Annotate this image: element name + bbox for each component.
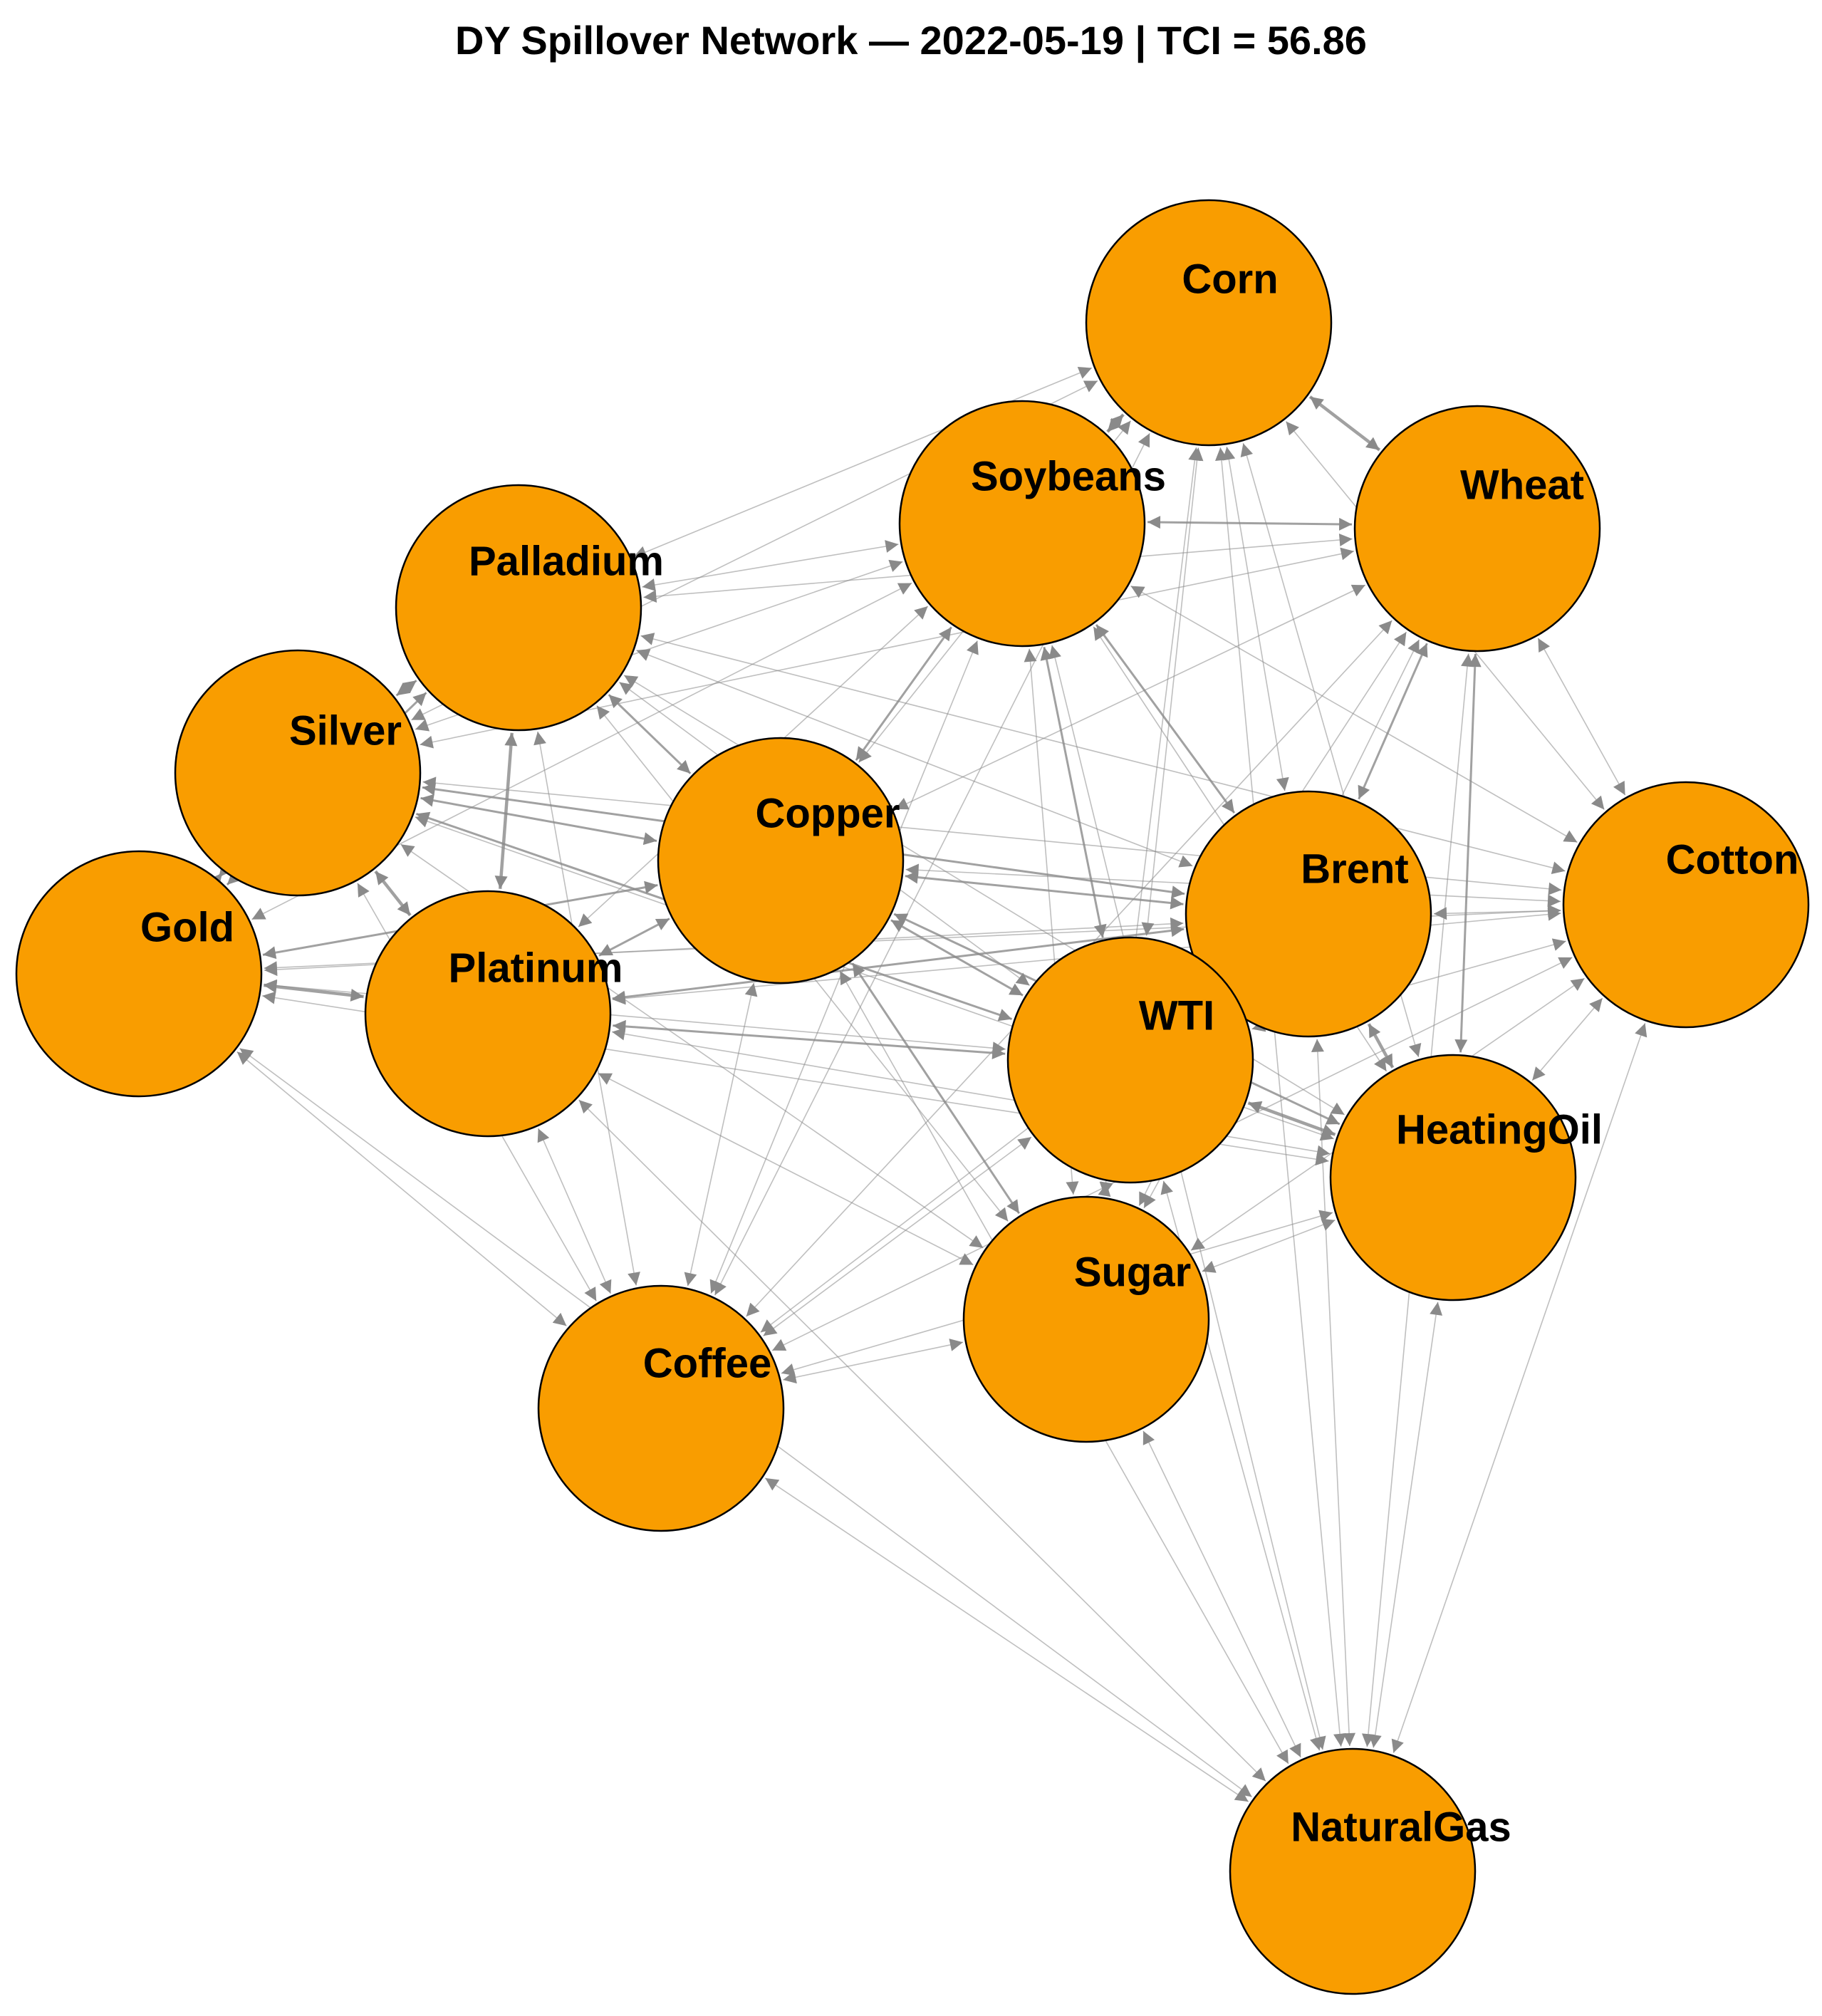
edge-wti-heatingoil xyxy=(1247,1101,1336,1137)
node-circle-cotton xyxy=(1562,781,1810,1029)
edge-silver-gold xyxy=(209,863,232,888)
node-label-gold: Gold xyxy=(140,905,234,951)
chart-title: DY Spillover Network — 2022-05-19 | TCI … xyxy=(455,18,1367,63)
edge-platinum-sugar xyxy=(598,1072,974,1266)
node-circle-naturalgas xyxy=(1229,1747,1477,1995)
node-circle-palladium xyxy=(395,484,642,732)
edge-corn-soybeans xyxy=(1106,413,1125,433)
node-label-silver: Silver xyxy=(289,708,402,754)
edge-corn-wti xyxy=(1141,447,1204,936)
edge-soybeans-wheat xyxy=(1147,516,1353,531)
node-label-wti: WTI xyxy=(1139,993,1214,1039)
node-label-brent: Brent xyxy=(1301,846,1408,893)
node-corn: Corn xyxy=(1085,199,1333,447)
edge-soybeans-palladium xyxy=(642,540,899,591)
node-silver: Silver xyxy=(174,649,422,897)
node-label-copper: Copper xyxy=(756,791,900,837)
edge-cotton-heatingoil xyxy=(1531,997,1603,1081)
edge-corn-brent xyxy=(1222,447,1289,791)
edge-platinum-coffee xyxy=(537,1128,612,1294)
node-platinum: Platinum xyxy=(364,890,623,1138)
node-palladium: Palladium xyxy=(395,484,664,732)
node-naturalgas: NaturalGas xyxy=(1229,1747,1511,1995)
edge-palladium-copper xyxy=(608,694,692,774)
edge-sugar-coffee xyxy=(783,1339,964,1384)
node-label-soybeans: Soybeans xyxy=(971,454,1166,500)
node-circle-platinum xyxy=(364,890,612,1138)
node-circle-soybeans xyxy=(898,400,1146,648)
node-label-corn: Corn xyxy=(1182,256,1278,303)
node-circle-gold xyxy=(15,850,263,1098)
edge-palladium-silver xyxy=(395,680,417,697)
node-gold: Gold xyxy=(15,850,263,1098)
node-label-heatingoil: HeatingOil xyxy=(1396,1107,1603,1153)
edge-silver-platinum xyxy=(374,870,412,917)
node-label-sugar: Sugar xyxy=(1074,1249,1191,1296)
node-label-platinum: Platinum xyxy=(449,945,623,992)
node-copper: Copper xyxy=(657,737,905,984)
edge-wheat-cotton xyxy=(1537,638,1626,796)
node-label-wheat: Wheat xyxy=(1460,462,1584,509)
edge-corn-wheat xyxy=(1308,395,1381,452)
node-coffee: Coffee xyxy=(537,1284,785,1532)
node-circle-corn xyxy=(1085,199,1333,447)
node-label-palladium: Palladium xyxy=(469,539,664,585)
node-label-coffee: Coffee xyxy=(643,1341,771,1387)
node-circle-silver xyxy=(174,649,422,897)
edge-heatingoil-naturalgas xyxy=(1368,1301,1443,1748)
node-circle-coffee xyxy=(537,1284,785,1532)
node-circle-brent xyxy=(1185,790,1432,1038)
node-circle-wti xyxy=(1006,936,1254,1184)
node-wheat: Wheat xyxy=(1353,405,1601,653)
edge-coffee-naturalgas xyxy=(764,1477,1249,1802)
node-circle-wheat xyxy=(1353,405,1601,653)
node-circle-heatingoil xyxy=(1329,1054,1577,1301)
node-brent: Brent xyxy=(1185,790,1432,1038)
edge-wti-sugar xyxy=(1098,1181,1113,1197)
node-soybeans: Soybeans xyxy=(898,400,1166,648)
node-sugar: Sugar xyxy=(962,1195,1210,1443)
node-label-cotton: Cotton xyxy=(1666,837,1799,883)
edge-platinum-wti xyxy=(613,1019,1006,1059)
node-circle-copper xyxy=(657,737,905,984)
node-heatingoil: HeatingOil xyxy=(1329,1054,1603,1301)
edge-copper-sugar xyxy=(851,962,1021,1215)
node-cotton: Cotton xyxy=(1562,781,1810,1029)
edge-brent-heatingoil xyxy=(1367,1023,1395,1069)
edge-soybeans-brent xyxy=(1095,624,1236,814)
node-label-naturalgas: NaturalGas xyxy=(1291,1804,1511,1851)
node-circle-sugar xyxy=(962,1195,1210,1443)
edge-heatingoil-sugar xyxy=(1202,1218,1336,1273)
edge-gold-platinum xyxy=(264,980,364,1002)
edge-wheat-brent xyxy=(1358,643,1428,800)
edge-palladium-platinum xyxy=(494,732,518,889)
node-wti: WTI xyxy=(1006,936,1254,1184)
